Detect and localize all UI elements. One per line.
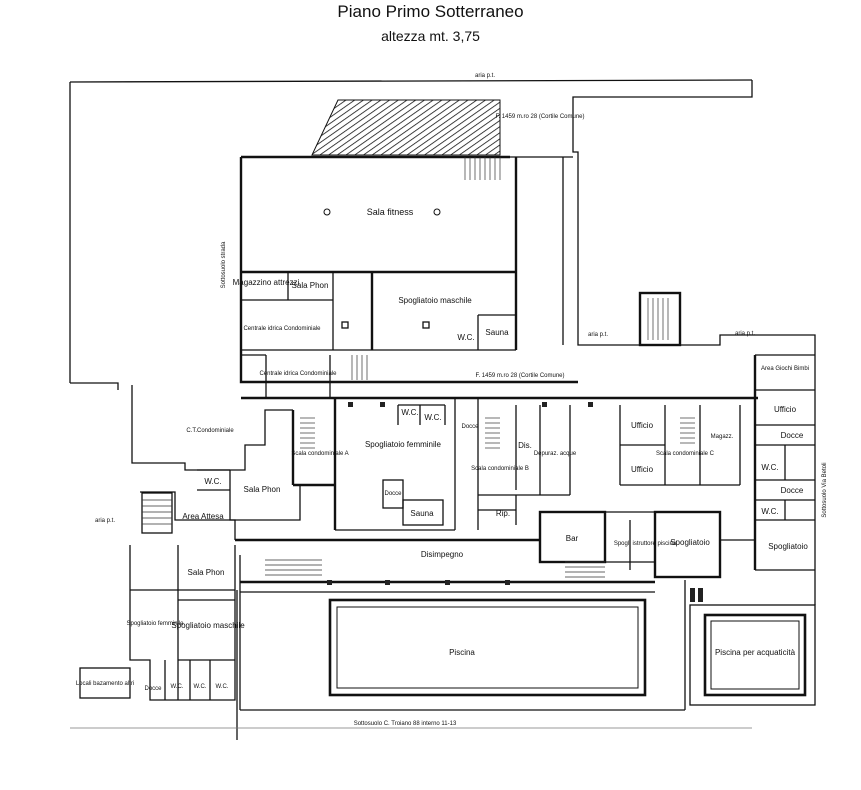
label-wc-top: W.C. <box>457 333 474 342</box>
label-magazzino: Magazzino attrezzi <box>233 278 300 287</box>
label-spogl-istruttore: Spogl. istruttore piscina <box>614 541 677 547</box>
label-disimpegno: Disimpegno <box>421 550 464 559</box>
label-spogliatoio-right-2: Spogliatoio <box>768 542 808 551</box>
label-magazz: Magazz. <box>711 434 734 440</box>
label-centrale-idrica-2: Centrale idrica Condominiale <box>259 371 337 377</box>
label-wc-mid-1: W.C. <box>401 408 418 417</box>
label-sauna-top: Sauna <box>485 328 509 337</box>
label-spogliatoio-right-1: Spogliatoio <box>670 538 710 547</box>
label-depuraz: Depuraz. acque <box>534 451 577 457</box>
label-bar: Bar <box>566 534 579 543</box>
annotation-sottosuolo-right: Sottosuolo Via Betoli <box>822 462 828 517</box>
middle-building <box>131 385 758 531</box>
label-area-attesa: Area Attesa <box>182 512 224 521</box>
label-wc-mid-2: W.C. <box>424 413 441 422</box>
label-ufficio-1: Ufficio <box>631 421 654 430</box>
stair-tower-right <box>638 291 682 347</box>
label-ufficio-right: Ufficio <box>774 405 797 414</box>
annotation-left-mark: aria p.t. <box>95 518 115 524</box>
label-wc-bottom-3: W.C. <box>216 684 229 690</box>
room-labels: Sala fitness Magazzino attrezzi Sala Pho… <box>76 207 809 692</box>
label-docce-right-1: Docce <box>781 431 804 440</box>
label-centrale-idrica-1: Centrale idrica Condominiale <box>243 326 321 332</box>
label-docce-mid: Docce <box>461 424 479 430</box>
label-sala-phon-top: Sala Phon <box>292 281 329 290</box>
annotation-sottosuolo-left: Sottosuolo strada <box>221 241 227 288</box>
label-spogliatoio-maschile-top: Spogliatoio maschile <box>398 296 472 305</box>
page-subtitle: altezza mt. 3,75 <box>381 28 480 44</box>
label-sala-phon-bottom: Sala Phon <box>188 568 225 577</box>
annotation-mid-mark-1: aria p.t. <box>588 332 608 338</box>
label-ct-condominiale: C.T.Condominiale <box>186 428 234 434</box>
label-wc-bottom-1: W.C. <box>171 684 184 690</box>
label-scala-c: Scala condominiale C <box>656 451 715 457</box>
label-wc-left: W.C. <box>204 477 221 486</box>
label-sauna-mid: Sauna <box>410 509 434 518</box>
annotation-top: aria p.t. <box>475 73 495 79</box>
label-spogliatoio-femminile-mid: Spogliatoio femminile <box>365 440 442 449</box>
label-wc-right-1: W.C. <box>761 463 778 472</box>
right-wing <box>753 354 815 571</box>
annotation-cortile-top: F. 1459 m.ro 28 (Cortile Comune) <box>495 114 584 120</box>
label-sala-phon-left: Sala Phon <box>244 485 281 494</box>
page-title: Piano Primo Sotterraneo <box>337 2 524 21</box>
label-docce-right-2: Docce <box>781 486 804 495</box>
label-spogliatoio-femminile-bottom: Spogliatoio femminile <box>126 621 184 627</box>
label-docce-bottom: Docce <box>144 686 162 692</box>
label-ufficio-2: Ufficio <box>631 465 654 474</box>
label-piscina-acquaticita: Piscina per acquaticità <box>715 648 796 657</box>
annotation-mid-mark-2: aria p.t. <box>735 331 755 337</box>
label-spogliatoio-maschile-bottom: Spogliatoio maschile <box>171 621 245 630</box>
label-locali-bottom: Locali bazamento altri <box>76 681 134 687</box>
label-sala-fitness: Sala fitness <box>367 207 414 217</box>
annotation-cortile-mid: F. 1459 m.ro 28 (Cortile Comune) <box>475 373 564 379</box>
pool-acquaticita <box>703 613 807 697</box>
pool-main <box>328 598 647 697</box>
label-dis: Dis. <box>518 441 532 450</box>
entrance-ramp <box>311 99 501 156</box>
site-outline <box>69 79 816 605</box>
label-scala-a: Scala condominiale A <box>291 451 348 457</box>
label-wc-bottom-2: W.C. <box>194 684 207 690</box>
label-docce-small: Docce <box>384 491 402 497</box>
label-area-giochi: Area Giochi Bimbi <box>761 366 809 372</box>
upper-building <box>239 155 578 399</box>
annotation-sottosuolo-bottom: Sottosuolo C. Troiano 88 interno 11-13 <box>354 721 457 727</box>
label-piscina: Piscina <box>449 648 475 657</box>
label-wc-right-2: W.C. <box>761 507 778 516</box>
label-rip: Rip. <box>496 509 510 518</box>
annotations: aria p.t. F. 1459 m.ro 28 (Cortile Comun… <box>95 73 828 727</box>
label-scala-b: Scala condominiale B <box>471 466 529 472</box>
lower-building <box>70 491 816 740</box>
